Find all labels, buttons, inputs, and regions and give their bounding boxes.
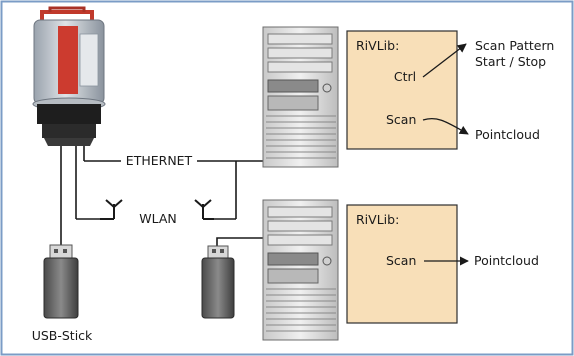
rivlib-title-bottom: RiVLib: [356,212,399,227]
ctrl-arrow [422,43,467,78]
antenna-icon-right [194,199,214,220]
connections [60,146,265,246]
start-stop-label: Start / Stop [475,54,546,69]
usb-to-pc2 [216,237,264,246]
pointcloud-label-top: Pointcloud [475,127,540,142]
ctrl-label: Ctrl [394,69,416,84]
scan-pattern-label: Scan Pattern [475,38,554,53]
scan-arrow-top [422,117,469,135]
rivlib-title-top: RiVLib: [356,38,399,53]
usb-stick-label: USB-Stick [32,328,93,343]
usb-stick-icon-2 [201,245,235,319]
antenna-icon-left [100,199,123,220]
wlan-label: WLAN [139,211,177,226]
laser-scanner [32,6,106,146]
scan-label-bottom: Scan [386,253,416,268]
rivlib-box-bottom [346,204,458,324]
scan-label-top: Scan [386,112,416,127]
usb-stick-icon [43,244,79,319]
rivlib-box-top [346,30,458,150]
pc-tower-icon-1 [262,26,339,168]
ethernet-label: ETHERNET [126,153,193,168]
pointcloud-label-bottom: Pointcloud [474,253,539,268]
pc-tower-icon-2 [262,199,339,341]
